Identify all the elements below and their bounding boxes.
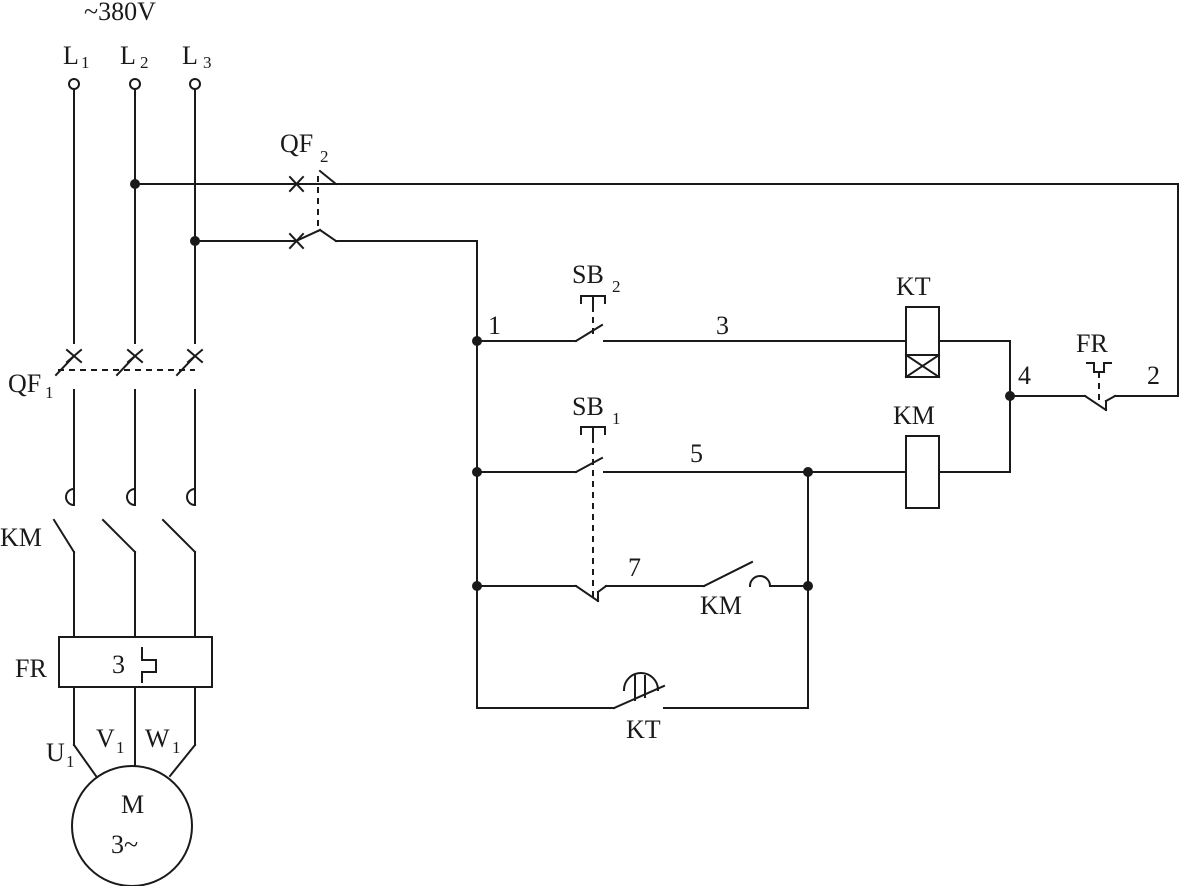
svg-text:L: L — [63, 41, 79, 70]
svg-text:3: 3 — [203, 53, 212, 72]
fr-overload-relay: 3 FR — [15, 636, 213, 688]
svg-text:1: 1 — [66, 752, 75, 771]
sb2-label: SB — [572, 260, 604, 289]
svg-text:2: 2 — [140, 53, 149, 72]
motor-terminal-u1: U 1 — [46, 738, 75, 771]
fr-overload-box — [58, 636, 213, 688]
rung-timer: 3 SB 2 KT — [476, 260, 1011, 473]
node-label-3: 3 — [716, 311, 729, 340]
svg-text:1: 1 — [172, 738, 181, 757]
motor: M 3~ U 1 V 1 W 1 — [46, 686, 197, 886]
qf1-breaker: QF 1 — [8, 348, 204, 463]
svg-text:1: 1 — [116, 738, 125, 757]
kt-timer-coil: KT — [896, 272, 941, 379]
rung-contactor: 5 SB 1 KM — [476, 392, 1011, 709]
kt-coil-box — [905, 306, 940, 378]
node-label-1: 1 — [488, 311, 501, 340]
terminal-l1 — [68, 78, 80, 90]
node-label-7: 7 — [628, 553, 641, 582]
thermal-actuator-icon — [1086, 362, 1112, 373]
km-aux-contact: KM — [700, 560, 772, 620]
node-label-5: 5 — [690, 439, 703, 468]
km-main-contacts: KM — [0, 461, 197, 638]
overload-contact-branch: 4 FR — [1005, 329, 1117, 412]
qf2-breaker: QF 2 — [134, 129, 1179, 250]
fr-overload-label: FR — [15, 654, 47, 683]
motor-label: M — [121, 790, 144, 819]
km-coil-label: KM — [893, 401, 935, 430]
rung-timer-contact: KT — [476, 672, 809, 744]
control-return-line: 2 — [1114, 183, 1179, 397]
qf2-label: QF — [280, 129, 313, 158]
terminal-l3 — [189, 78, 201, 90]
terminal-l2 — [129, 78, 141, 90]
node-label-2: 2 — [1147, 361, 1160, 390]
sb1-stop-button: SB 1 — [572, 392, 621, 598]
fr-contact-label: FR — [1076, 329, 1108, 358]
phase-conductors — [68, 78, 201, 344]
km-contactor-coil: KM — [893, 401, 940, 509]
svg-text:W: W — [145, 724, 170, 753]
supply-header: ~380V L 1 L 2 L 3 — [63, 0, 212, 72]
junction-node7-right — [803, 581, 813, 591]
svg-text:U: U — [46, 738, 65, 767]
svg-text:V: V — [96, 724, 115, 753]
time-delay-icon — [622, 672, 660, 692]
qf1-label-sub: 1 — [45, 383, 54, 402]
thermal-element-icon — [141, 647, 157, 683]
phase-label-l2: L 2 — [120, 41, 149, 72]
sb1-label-sub: 1 — [612, 409, 621, 428]
control-left-bus: 1 — [472, 240, 501, 709]
qf2-label-sub: 2 — [320, 147, 329, 166]
km-aux-label: KM — [700, 591, 742, 620]
motor-circle — [71, 765, 193, 886]
kt-contact-label: KT — [626, 715, 661, 744]
svg-text:L: L — [120, 41, 136, 70]
fr-overload-poles: 3 — [112, 650, 125, 679]
phase-label-l3: L 3 — [182, 41, 212, 72]
arc-suppressor-icon — [748, 575, 772, 588]
sb1-label: SB — [572, 392, 604, 421]
motor-terminal-w1: W 1 — [145, 724, 181, 757]
km-main-label: KM — [0, 523, 42, 552]
sb2-label-sub: 2 — [612, 277, 621, 296]
kt-coil-label: KT — [896, 272, 931, 301]
kt-delay-contact: KT — [622, 672, 661, 744]
km-coil-box — [905, 435, 940, 509]
svg-text:1: 1 — [81, 53, 90, 72]
motor-phase: 3~ — [111, 830, 138, 859]
fr-nc-contact: FR — [1076, 329, 1112, 402]
motor-terminal-v1: V 1 — [96, 724, 125, 757]
svg-text:L: L — [182, 41, 198, 70]
rung-aux: 7 KM — [476, 553, 813, 620]
phase-label-l1: L 1 — [63, 41, 90, 72]
qf1-label: QF — [8, 369, 41, 398]
node-label-4: 4 — [1018, 361, 1031, 390]
sb2-start-button: SB 2 — [572, 260, 621, 334]
supply-voltage: ~380V — [84, 0, 156, 26]
